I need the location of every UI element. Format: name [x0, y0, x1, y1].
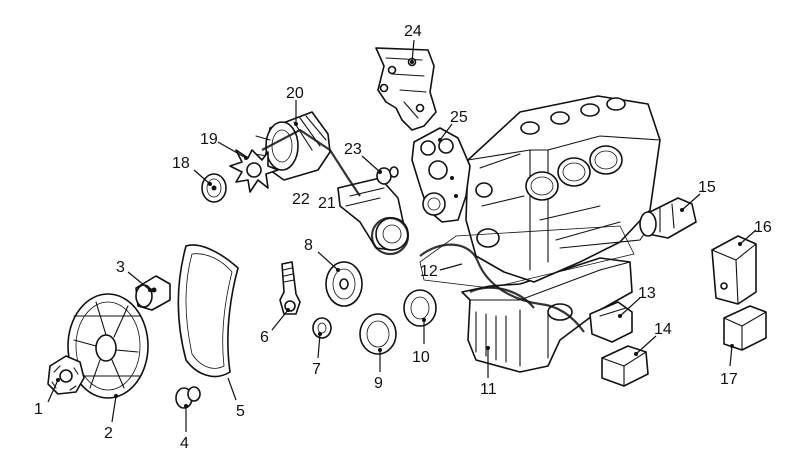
callout-16: 16 [754, 219, 772, 236]
callout-14: 14 [654, 321, 672, 338]
callout-12: 12 [420, 263, 438, 280]
callout-7: 7 [312, 361, 321, 378]
callout-2: 2 [104, 425, 113, 442]
leader-lines [47, 39, 757, 432]
callout-13: 13 [638, 285, 656, 302]
engine-mount-part [601, 345, 649, 387]
callout-8: 8 [304, 237, 313, 254]
mount-bracket-part [589, 301, 633, 343]
callout-9: 9 [374, 375, 383, 392]
tensioner-pulley-part [325, 261, 363, 307]
engine-block-part [465, 95, 661, 283]
rear-bracket-part [711, 235, 757, 305]
callout-20: 20 [286, 85, 304, 102]
callout-23: 23 [344, 141, 362, 158]
idler-pulley-part [201, 173, 227, 203]
callout-19: 19 [200, 131, 218, 148]
callout-5: 5 [236, 403, 245, 420]
watermark-logo [261, 128, 585, 333]
gasket-part [419, 225, 635, 289]
damper-hub-part [47, 355, 85, 395]
callout-11: 11 [480, 381, 497, 398]
small-pulley-part [135, 275, 171, 311]
callout-17: 17 [720, 371, 738, 388]
tensioner-bolt-part [279, 261, 301, 315]
callout-18: 18 [172, 155, 190, 172]
bracket-part [375, 47, 437, 131]
callout-22: 22 [292, 191, 310, 208]
callout-6: 6 [260, 329, 269, 346]
callout-labels: 1 2 3 4 5 6 7 8 9 10 11 12 13 14 15 16 1… [34, 23, 772, 452]
bearing-part [312, 317, 332, 339]
callout-3: 3 [116, 259, 125, 276]
callout-1: 1 [34, 401, 43, 418]
callout-4: 4 [180, 435, 189, 452]
callout-21: 21 [318, 195, 336, 212]
seal-part [359, 313, 397, 355]
rubber-mount-part [723, 305, 767, 351]
front-seal-part [403, 289, 437, 327]
fan-part [229, 149, 279, 193]
drive-belt-part [177, 244, 239, 378]
crankshaft-pulley-part [67, 293, 149, 399]
callout-24: 24 [404, 23, 422, 40]
water-pump-part [337, 166, 409, 251]
callout-10: 10 [412, 349, 430, 366]
callout-25: 25 [450, 109, 468, 126]
bushing-part [175, 386, 201, 409]
timing-cover-part [411, 127, 471, 223]
callout-15: 15 [698, 179, 716, 196]
